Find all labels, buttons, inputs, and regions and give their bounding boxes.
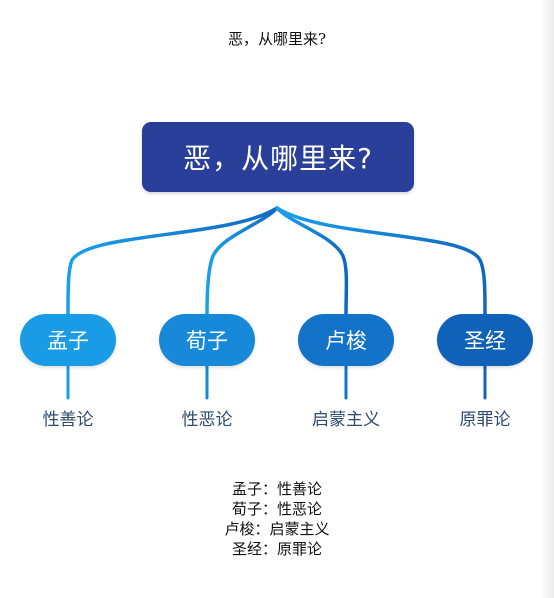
summary-line-bible: 圣经：原罪论 (231, 540, 322, 558)
page-title: 恶，从哪里来? (227, 30, 327, 48)
summary-list: 孟子：性善论 荀子：性恶论 卢梭：启蒙主义 圣经：原罪论 (0, 479, 554, 559)
root-node: 恶，从哪里来? (142, 122, 414, 192)
node-xunzi: 荀子 (159, 314, 255, 366)
branch-line-mencius (66, 206, 279, 316)
branch-line-xunzi (205, 206, 279, 316)
leaf-xunzi-theory: 性恶论 (181, 410, 233, 430)
summary-line-xunzi: 荀子：性恶论 (231, 500, 322, 518)
summary-line-mencius: 孟子：性善论 (231, 480, 322, 498)
leaf-mencius-theory: 性善论 (42, 410, 94, 430)
node-bible: 圣经 (437, 314, 533, 366)
leaf-bible-theory: 原罪论 (459, 410, 511, 430)
page-edge-shadow (540, 0, 554, 598)
leaf-rousseau-theory: 启蒙主义 (312, 410, 380, 430)
node-mencius: 孟子 (20, 314, 116, 366)
branch-line-bible (275, 206, 487, 316)
branch-line-rousseau (275, 206, 349, 316)
node-rousseau: 卢梭 (298, 314, 394, 366)
summary-line-rousseau: 卢梭：启蒙主义 (224, 520, 330, 538)
